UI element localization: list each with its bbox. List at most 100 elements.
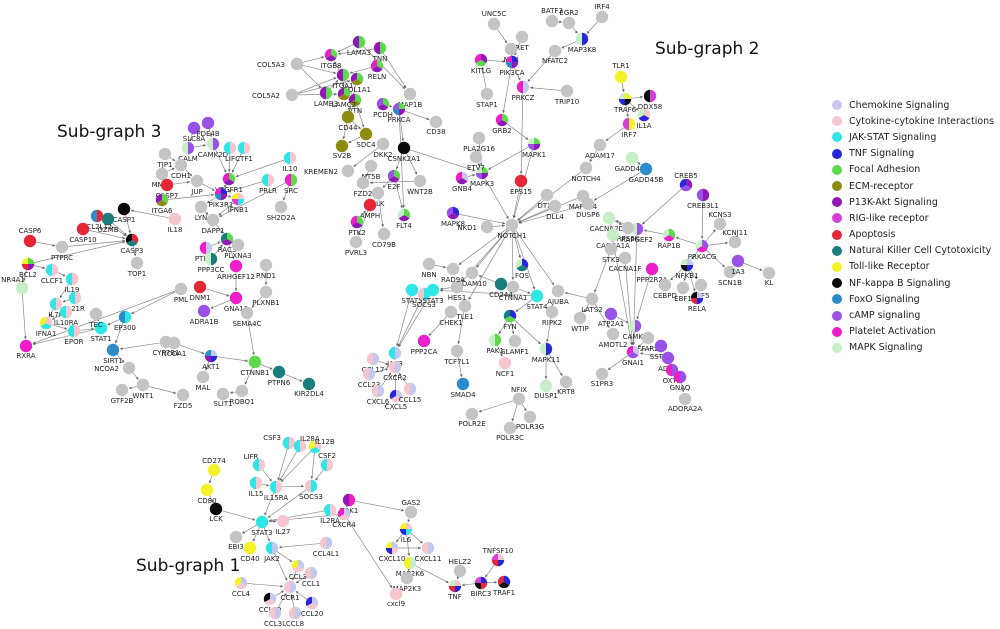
gene-node-lck[interactable]: LCK	[209, 502, 223, 523]
gene-node-col5a3[interactable]: COL5A3	[257, 57, 304, 71]
gene-node-il1a[interactable]: IL1A	[636, 108, 652, 130]
gene-node-flt4[interactable]: FLT4	[396, 208, 412, 230]
gene-node-traf6[interactable]: TRAF6	[613, 92, 637, 114]
gene-node-csf2[interactable]: CSF2	[318, 452, 336, 472]
gene-node-etv7[interactable]: ETV7	[467, 150, 485, 172]
gene-node-fyn[interactable]: FYN	[503, 309, 517, 331]
gene-node-il15ra[interactable]: IL15RA	[264, 480, 288, 502]
gene-node-mal[interactable]: MAL	[196, 370, 211, 392]
gene-node-polr3g[interactable]: POLR3G	[516, 410, 544, 431]
gene-node-nfatc2[interactable]: NFATC2	[542, 44, 568, 65]
gene-node-gas2[interactable]: GAS2	[401, 499, 421, 519]
gene-node-tec[interactable]: TEC	[88, 307, 103, 329]
gene-node-pcdha[interactable]: PCDH	[373, 97, 393, 119]
gene-node-lifr[interactable]: LIFR	[244, 453, 266, 472]
gene-node-casp10[interactable]: CASP10	[69, 222, 97, 244]
gene-node-cacna2d3[interactable]: CACNA2D3	[590, 211, 629, 233]
gene-node-ptprc[interactable]: PTPRC	[51, 240, 73, 262]
gene-node-map1b[interactable]: MAP1B	[398, 87, 423, 109]
gene-node-lamb3[interactable]: LAMB3	[314, 86, 338, 108]
gene-node-lif[interactable]: LIF	[223, 141, 237, 163]
gene-node-arhgef12[interactable]: ARHGEF12	[217, 259, 255, 281]
gene-node-chek1[interactable]: CHEK1	[439, 305, 463, 327]
gene-node-src[interactable]: SRC	[284, 173, 298, 195]
gene-node-map2k3[interactable]: MAP2K3	[393, 571, 422, 593]
gene-node-akt1[interactable]: AKT1	[202, 349, 220, 371]
gene-node-cd244[interactable]: CD244	[489, 277, 513, 299]
gene-node-adam10[interactable]: ADAM10	[457, 266, 487, 288]
gene-node-batf3[interactable]: BATF3	[541, 7, 563, 28]
gene-node-creb3l1[interactable]: CREB3L1	[687, 188, 719, 210]
gene-node-dusp1[interactable]: DUSP1	[534, 379, 558, 400]
gene-node-dnm1[interactable]: DNM1	[189, 280, 211, 302]
gene-node-wtip[interactable]: WTIP	[571, 311, 589, 333]
gene-node-rxra[interactable]: RXRA	[16, 339, 36, 360]
gene-node-ccl3[interactable]: CCL3	[289, 559, 307, 581]
gene-node-vegfr1[interactable]: VEGFR1	[215, 172, 243, 194]
gene-node-reln[interactable]: RELN	[368, 59, 386, 81]
gene-node-kremen2[interactable]: KREMEN2	[304, 164, 355, 178]
gene-node-ncf1[interactable]: NCF1	[496, 356, 515, 378]
gene-node-polr3c[interactable]: POLR3C	[496, 421, 524, 442]
gene-node-pik3r1[interactable]: PIK3R1	[209, 187, 234, 209]
gene-node-ccl15[interactable]: CCL15	[399, 382, 422, 404]
gene-node-ifnb1[interactable]: IFNB1	[228, 192, 249, 214]
gene-node-ncoa2[interactable]: NCOA2	[94, 361, 136, 375]
gene-node-il6[interactable]: IL6	[399, 522, 413, 544]
gene-node-slit1[interactable]: SLIT1	[213, 387, 233, 408]
gene-node-ccl4l1[interactable]: CCL4L1	[313, 536, 339, 558]
gene-node-vtn[interactable]: VTN	[348, 93, 362, 115]
gene-node-cd44[interactable]: CD44	[338, 110, 358, 132]
gene-node-rnd1[interactable]: RND1	[256, 258, 276, 280]
gene-node-tle1[interactable]: TLE1	[455, 299, 474, 321]
gene-node-npy1a3[interactable]: 1A3	[731, 254, 745, 276]
gene-node-stat4[interactable]: STAT4	[526, 289, 548, 311]
gene-node-plxna3[interactable]: PLXNA3	[224, 238, 252, 260]
gene-node-sema4c[interactable]: SEMA4C	[232, 306, 262, 328]
gene-node-nt5b[interactable]: NT5B	[362, 159, 381, 181]
gene-node-ccl3l1[interactable]: CCL3L	[264, 606, 286, 628]
gene-node-ppp3cc[interactable]: PPP3CC	[198, 252, 225, 274]
gene-node-pla2g16[interactable]: PLA2G16	[463, 131, 495, 153]
gene-node-rac3[interactable]: RAC3	[218, 232, 237, 254]
gene-node-camk2d[interactable]: CAMK2D	[198, 137, 228, 159]
gene-node-rad9a[interactable]: RAD9A	[441, 262, 465, 284]
gene-node-grb2[interactable]: GRB2	[492, 113, 512, 135]
gene-node-gadd45a[interactable]: GADD45A	[615, 151, 650, 173]
gene-node-socs3b[interactable]: SOCS3	[299, 479, 323, 501]
gene-node-hes1[interactable]: HES1	[448, 280, 467, 302]
gene-node-il21r[interactable]: IL21R	[65, 291, 85, 313]
gene-node-sdc4[interactable]: SDC4	[356, 127, 376, 149]
gene-node-casp6[interactable]: CASP6	[19, 227, 42, 248]
gene-node-stk3[interactable]: STK3	[602, 242, 620, 264]
gene-node-csnk2a1[interactable]: CSNK2A1	[388, 141, 421, 163]
gene-node-col5a2[interactable]: COL5A2	[252, 88, 299, 102]
gene-node-eps15[interactable]: EPS15	[510, 174, 532, 196]
gene-node-ccl1[interactable]: CCL1	[302, 566, 320, 588]
gene-node-cd40[interactable]: CD40	[240, 541, 260, 563]
gene-node-helz2[interactable]: HELZ2	[449, 558, 472, 578]
gene-node-ifna1[interactable]: IFNA1	[36, 316, 57, 338]
gene-node-sh2d2a[interactable]: SH2D2A	[267, 200, 296, 222]
gene-node-pvrl3[interactable]: PVRL3	[345, 235, 367, 257]
gene-node-camk2[interactable]: CAMK2	[623, 319, 648, 341]
gene-node-mapk8[interactable]: MAPK8	[441, 206, 465, 228]
gene-node-lats2[interactable]: LATS2	[581, 292, 603, 314]
gene-node-kir2dl4[interactable]: KIR2DL4	[294, 377, 324, 398]
gene-node-mapk11[interactable]: MAPK11	[532, 342, 561, 364]
gene-node-top1[interactable]: TOP1	[127, 256, 146, 278]
gene-node-ep300[interactable]: EP300	[114, 310, 136, 332]
gene-node-cdh1[interactable]: CDH1	[171, 158, 191, 180]
gene-node-bcl2[interactable]: BCL2	[19, 257, 37, 279]
gene-node-il19[interactable]: IL19	[65, 272, 80, 294]
gene-node-tlr1[interactable]: TLR1	[611, 62, 630, 84]
gene-node-smad4[interactable]: SMAD4	[450, 377, 476, 399]
gene-node-e2f[interactable]: E2F	[388, 169, 401, 191]
gene-node-irf7[interactable]: IRF7	[621, 117, 637, 139]
gene-node-ddx58[interactable]: DDX58	[638, 89, 662, 111]
gene-node-lamc2[interactable]: LAMC2	[332, 87, 356, 109]
gene-node-polr2e[interactable]: POLR2E	[458, 407, 486, 428]
gene-node-pde4b[interactable]: PDE4B	[196, 116, 220, 138]
gene-node-tnf[interactable]: TNF	[447, 579, 462, 601]
gene-node-fzd5[interactable]: FZD5	[174, 388, 193, 410]
